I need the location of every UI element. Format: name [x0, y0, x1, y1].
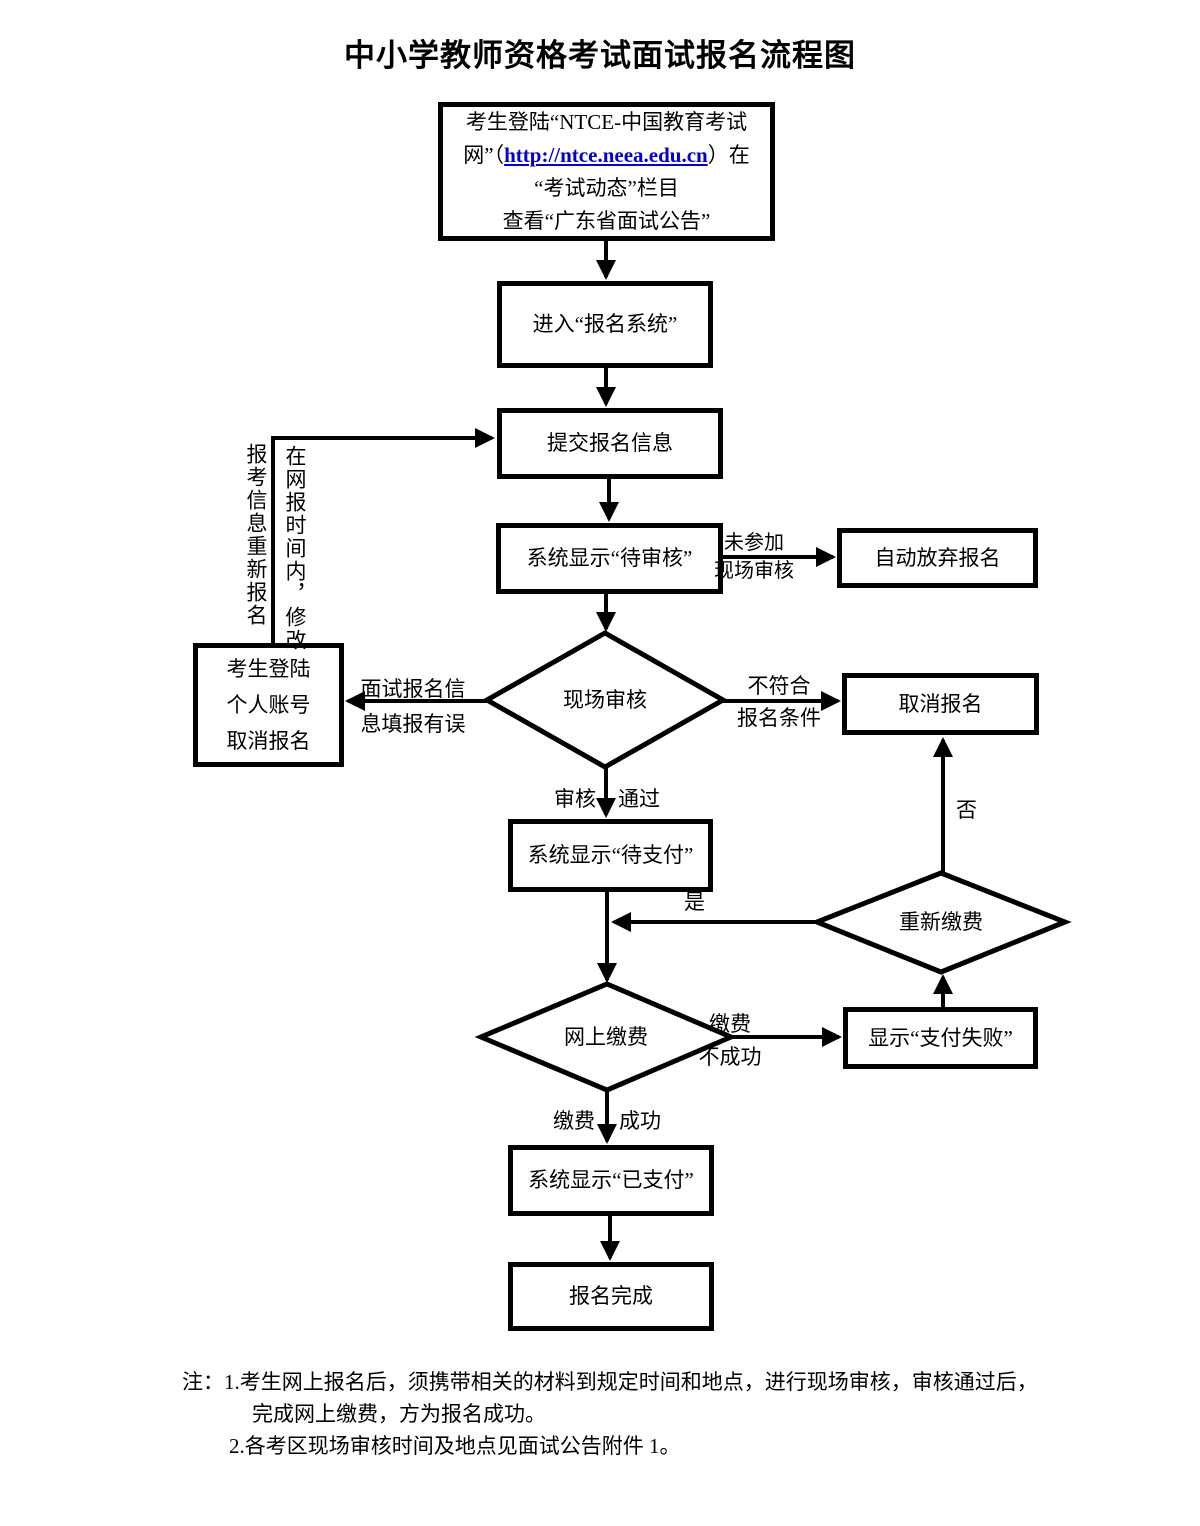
- edge-label-yes: 是: [684, 890, 705, 914]
- node-submit-info: 提交报名信息: [497, 408, 723, 479]
- edge-label-pay-success-left: 缴费: [553, 1109, 595, 1133]
- not-attend-line1: 未参加: [724, 532, 784, 554]
- edge-label-pay-fail: 缴费 不成功: [696, 1008, 764, 1074]
- note-line2: 完成网上缴费，方为报名成功。: [252, 1402, 546, 1426]
- pay-fail-line1: 缴费: [709, 1012, 751, 1036]
- edge-label-not-attend: 未参加 现场审核: [711, 529, 797, 585]
- start-line2-prefix: 网”（: [463, 142, 505, 167]
- cancel-account-line2: 个人账号: [226, 693, 311, 717]
- not-qualified-line1: 不符合: [747, 674, 811, 698]
- start-line2: 网”（http://ntce.neea.edu.cn）在: [463, 139, 749, 172]
- auto-abandon-label: 自动放弃报名: [874, 545, 1001, 570]
- payment-failed-label: 显示“支付失败”: [868, 1025, 1013, 1050]
- edge-label-reregister-vertical: 报考信息重新报名: [244, 443, 268, 627]
- note-line1: 注：1.考生网上报名后，须携带相关的材料到规定时间和地点，进行现场审核，审核通过…: [182, 1370, 1038, 1394]
- cancel-account-line3: 取消报名: [226, 729, 311, 753]
- node-cancel-registration: 取消报名: [842, 673, 1039, 735]
- ntce-link[interactable]: http://ntce.neea.edu.cn: [504, 142, 708, 167]
- info-error-line1: 面试报名信: [360, 677, 466, 701]
- edge-label-not-qualified: 不符合 报名条件: [734, 670, 824, 734]
- info-error-line2: 息填报有误: [360, 712, 466, 736]
- cancel-registration-label: 取消报名: [898, 691, 983, 716]
- edge-label-modify-vertical: 在网报时间内，修改: [283, 445, 307, 652]
- decision-repay-label: 重新缴费: [899, 910, 983, 934]
- start-line1: 考生登陆“NTCE-中国教育考试: [465, 109, 748, 134]
- start-line4: 查看“广东省面试公告”: [502, 208, 711, 233]
- enter-system-label: 进入“报名系统”: [532, 312, 678, 336]
- decision-online-payment-label: 网上缴费: [564, 1025, 648, 1049]
- decision-onsite-review: [481, 630, 729, 770]
- decision-online-payment: [474, 981, 738, 1093]
- pending-review-label: 系统显示“待审核”: [526, 546, 693, 570]
- note-line3: 2.各考区现场审核时间及地点见面试公告附件 1。: [229, 1434, 681, 1458]
- not-qualified-line2: 报名条件: [737, 706, 821, 730]
- edge-label-review-pass-right: 通过: [618, 787, 660, 811]
- pay-fail-line2: 不成功: [698, 1045, 762, 1069]
- pending-payment-label: 系统显示“待支付”: [527, 843, 694, 867]
- cancel-account-line1: 考生登陆: [226, 657, 311, 681]
- node-start: 考生登陆“NTCE-中国教育考试 网”（http://ntce.neea.edu…: [438, 102, 775, 241]
- not-attend-line2: 现场审核: [714, 560, 794, 582]
- complete-label: 报名完成: [569, 1284, 653, 1308]
- submit-info-label: 提交报名信息: [547, 431, 673, 455]
- edge-label-info-error: 面试报名信 息填报有误: [356, 672, 470, 742]
- node-pending-review: 系统显示“待审核”: [496, 523, 723, 594]
- node-complete: 报名完成: [508, 1262, 714, 1331]
- node-payment-failed: 显示“支付失败”: [843, 1007, 1038, 1069]
- arrow-cancel-account-to-submit: [271, 428, 495, 645]
- paid-label: 系统显示“已支付”: [528, 1168, 694, 1192]
- node-enter-system: 进入“报名系统”: [497, 281, 713, 368]
- node-cancel-account: 考生登陆 个人账号 取消报名: [193, 643, 344, 767]
- edge-label-pay-success-right: 成功: [619, 1109, 661, 1133]
- decision-onsite-review-label: 现场审核: [563, 688, 647, 712]
- edge-label-no: 否: [956, 798, 977, 822]
- node-auto-abandon: 自动放弃报名: [837, 528, 1038, 588]
- start-line2-suffix: ）在: [707, 142, 750, 167]
- node-paid: 系统显示“已支付”: [508, 1145, 714, 1216]
- start-line3: “考试动态”栏目: [534, 175, 679, 200]
- node-pending-payment: 系统显示“待支付”: [508, 819, 713, 892]
- page-title: 中小学教师资格考试面试报名流程图: [344, 38, 856, 73]
- edge-label-review-pass-left: 审核: [554, 787, 596, 811]
- decision-repay: [810, 870, 1072, 975]
